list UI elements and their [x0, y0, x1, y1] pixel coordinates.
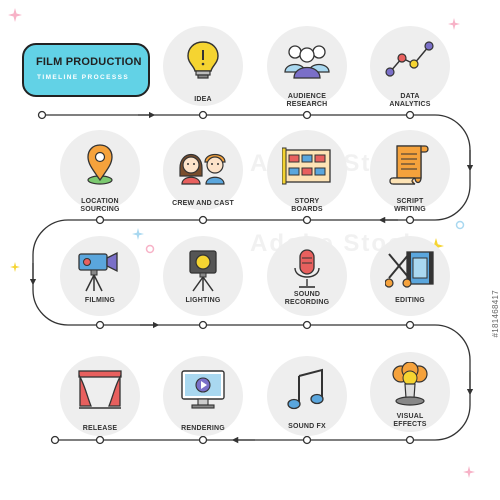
people-faces-icon — [179, 153, 226, 185]
script-scroll-icon — [389, 145, 429, 185]
monitor-play-icon — [181, 370, 225, 409]
sparkle-deco — [132, 228, 144, 240]
storyboard-icon — [282, 147, 331, 185]
step-label-rendering: RENDERING — [181, 425, 225, 432]
lightbulb-icon — [187, 41, 219, 79]
audience-icon — [284, 45, 330, 79]
step-label-script-writing: SCRIPT WRITING — [394, 198, 426, 213]
step-label-sound-recording: SOUND RECORDING — [284, 291, 330, 306]
sparkle-deco — [8, 8, 22, 22]
step-label-data-analytics: DATA ANALYTICS — [389, 93, 431, 108]
step-circle-sound-fx — [267, 356, 347, 436]
curtain-icon — [78, 370, 122, 409]
map-pin-icon — [87, 144, 113, 185]
step-circle-filming — [60, 236, 140, 316]
step-label-audience-research: AUDIENCE RESEARCH — [286, 93, 328, 108]
line-graph-icon — [385, 41, 434, 77]
step-label-filming: FILMING — [84, 297, 116, 304]
title-subtitle: TIMELINE PROCESSS — [37, 74, 130, 81]
step-label-sound-fx: SOUND FX — [288, 423, 326, 430]
sparkle-deco — [10, 262, 20, 272]
step-label-visual-effects: VISUAL EFFECTS — [393, 413, 427, 428]
step-circle-release — [60, 356, 140, 436]
sparkle-deco — [448, 18, 460, 30]
step-circle-crew-and-cast — [163, 130, 243, 210]
step-circle-audience-research — [267, 26, 347, 106]
step-circle-sound-recording — [267, 236, 347, 316]
ring-deco — [145, 244, 155, 254]
sparkle-deco — [463, 466, 475, 478]
microphone-icon — [294, 249, 320, 288]
ring-deco — [455, 220, 465, 230]
step-label-story-boards: STORY BOARDS — [291, 198, 323, 213]
scissors-film-icon — [385, 251, 434, 288]
explosion-icon — [392, 362, 428, 406]
step-label-editing: EDITING — [395, 297, 425, 304]
step-label-crew-and-cast: CREW AND CAST — [172, 200, 234, 207]
stock-id: #181468417 — [491, 290, 500, 338]
video-camera-icon — [78, 251, 118, 292]
step-label-release: RELEASE — [82, 425, 118, 432]
title-card: FILM PRODUCTION TIMELINE PROCESSS — [22, 43, 150, 97]
spotlight-icon — [189, 250, 217, 292]
title-main: FILM PRODUCTION — [36, 56, 142, 68]
step-label-lighting: LIGHTING — [185, 297, 221, 304]
step-label-idea: IDEA — [194, 96, 212, 103]
music-note-icon — [287, 368, 324, 410]
step-label-location-sourcing: LOCATION SOURCING — [80, 198, 120, 213]
